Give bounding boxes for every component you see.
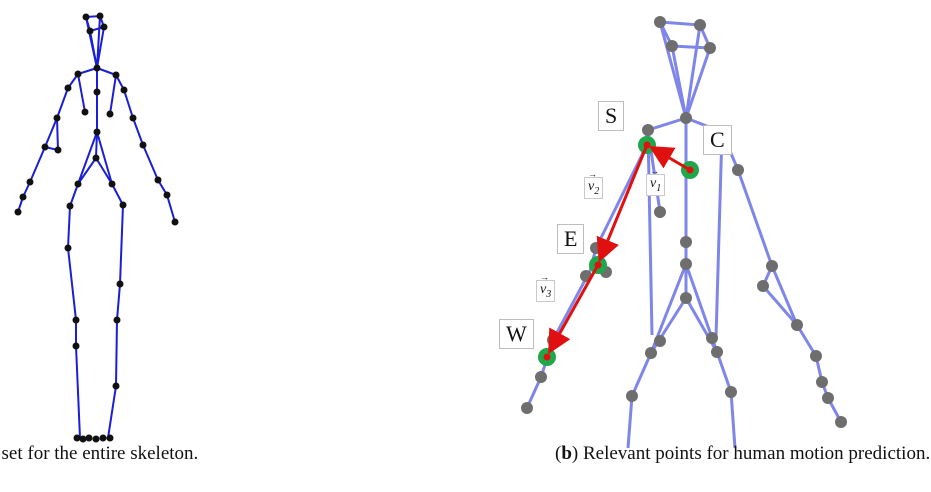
- label-c: C: [703, 125, 732, 155]
- label-w: W: [499, 319, 534, 349]
- vector-v3-arrow: [548, 264, 600, 355]
- vector-symbol: v→: [588, 169, 597, 194]
- vector-symbol: v→: [540, 272, 549, 297]
- vector-label-v3: v→3: [536, 272, 556, 302]
- relevant-skeleton-joints: [521, 16, 847, 428]
- vector-subscript: 3: [546, 288, 552, 300]
- caption-a: er set for the entire skeleton.: [0, 443, 199, 464]
- vector-accent-icon: →: [588, 169, 597, 179]
- vector-accent-icon: →: [540, 272, 549, 282]
- caption-b: (b) Relevant points for human motion pre…: [555, 443, 930, 465]
- vector-v2-arrow: [596, 144, 649, 263]
- vector-symbol: v→: [650, 166, 659, 191]
- caption-b-letter: b: [561, 443, 572, 464]
- caption-b-text: ) Relevant points for human motion predi…: [571, 443, 931, 464]
- vector-accent-icon: →: [650, 166, 659, 176]
- motion-vectors: [548, 144, 691, 355]
- label-e: E: [557, 224, 585, 254]
- vector-label-v1: v→1: [646, 166, 666, 196]
- caption-b-prefix: (: [555, 443, 562, 464]
- vector-subscript: 2: [594, 185, 600, 197]
- full-skeleton-joints: [14, 12, 179, 443]
- vector-v1-arrow: [648, 145, 691, 172]
- vector-subscript: 1: [656, 182, 662, 194]
- label-s: S: [598, 101, 625, 131]
- vector-label-v2: v→2: [584, 169, 604, 199]
